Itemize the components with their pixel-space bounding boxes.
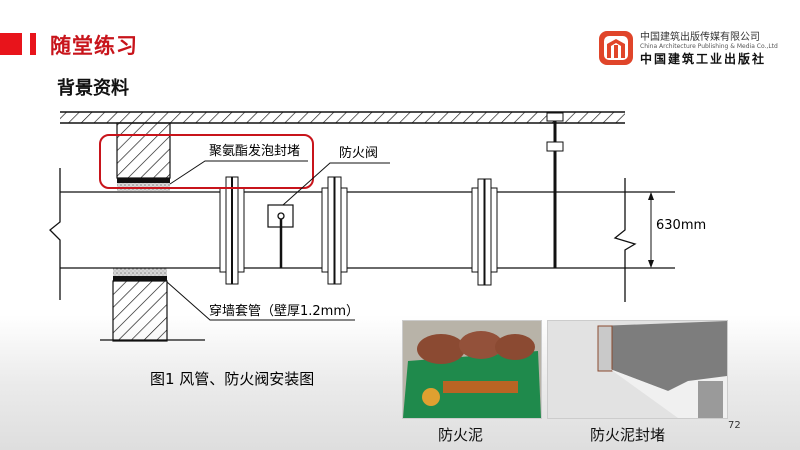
title-accent-block	[0, 33, 22, 55]
slide-title: 随堂练习	[50, 34, 138, 58]
upper-wall-section	[116, 122, 171, 191]
foam-leader-line	[169, 160, 308, 185]
logo-press-name: 中国建筑工业出版社	[640, 52, 767, 66]
dimension-line	[648, 192, 654, 268]
duct-flange	[321, 176, 348, 285]
duct-height-label: 630mm	[656, 218, 706, 233]
duct-flange	[219, 176, 245, 285]
title-accent-bar	[30, 33, 36, 55]
publisher-emblem-icon	[599, 30, 633, 65]
right-break-line	[613, 178, 637, 302]
foam-seal-label: 聚氨酯发泡封堵	[209, 143, 300, 159]
logo-company-cn: 中国建筑出版传媒有限公司	[640, 32, 760, 43]
figure-caption: 图1 风管、防火阀安装图	[150, 370, 314, 388]
highlight-box	[99, 134, 314, 189]
fire-mud-sealing-image	[548, 321, 727, 418]
fire-mud-sealing-photo	[547, 320, 728, 419]
left-break-line	[49, 168, 61, 300]
sleeve-leader-line	[166, 281, 355, 321]
duct-flange	[471, 178, 498, 286]
valve-leader-line	[282, 162, 390, 206]
air-duct	[49, 168, 675, 302]
fire-mud-image	[403, 321, 541, 418]
slide-subtitle: 背景资料	[57, 78, 129, 99]
logo-company-en: China Architecture Publishing & Media Co…	[640, 43, 778, 50]
page-number: 72	[728, 420, 741, 431]
fire-damper-label: 防火阀	[339, 145, 378, 161]
photo-caption-fire-mud: 防火泥	[438, 426, 484, 444]
duct-hanger-rod	[546, 112, 564, 268]
lower-wall-section	[100, 268, 205, 342]
fire-damper	[267, 204, 294, 268]
fire-mud-photo	[402, 320, 542, 419]
photo-caption-fire-mud-sealing: 防火泥封堵	[590, 426, 666, 444]
wall-sleeve-label: 穿墙套管（壁厚1.2mm）	[209, 303, 359, 319]
ceiling-slab	[60, 111, 625, 124]
publisher-logo: 中国建筑出版传媒有限公司 China Architecture Publishi…	[598, 28, 778, 67]
